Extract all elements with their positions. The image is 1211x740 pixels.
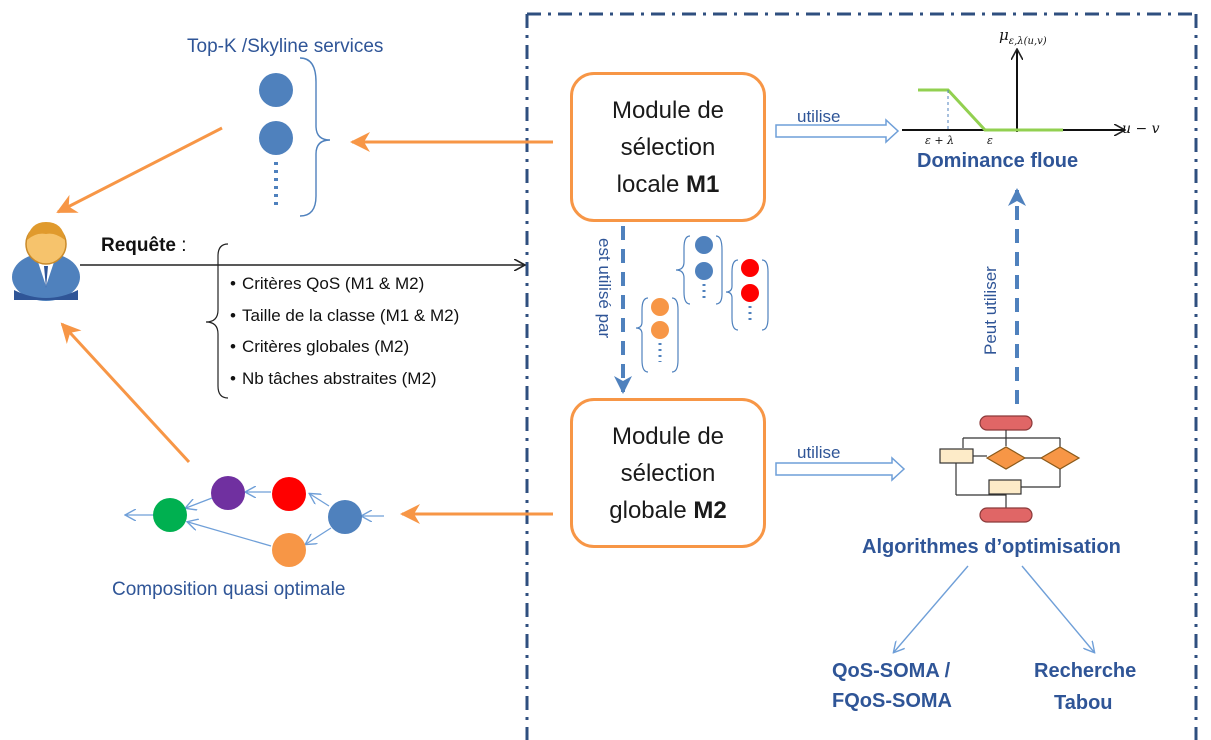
composition-node-orange — [272, 533, 306, 567]
module-m1-line2: sélection — [620, 133, 716, 161]
service-node-blue — [259, 73, 293, 107]
composition-graph — [126, 476, 384, 567]
chart-membership-curve — [918, 88, 1063, 132]
tabou-label: Tabou — [1054, 692, 1113, 714]
module-m1: Module de sélection locale M1 — [570, 72, 766, 222]
chart-tick-epsilon-lambda: ε + λ — [925, 134, 955, 147]
composition-node-blue — [328, 500, 362, 534]
utilise-arrow-m1 — [775, 118, 900, 144]
user-icon — [12, 222, 80, 301]
composition-node-green — [153, 498, 187, 532]
algorithmes-label: Algorithmes d’optimisation — [862, 536, 1121, 558]
chart-x-axis-label: u − v — [1122, 121, 1160, 137]
top-k-services-cluster — [259, 57, 331, 217]
request-criteria-list: Critères QoS (M1 & M2) Taille de la clas… — [230, 268, 459, 394]
composition-label: Composition quasi optimale — [112, 579, 346, 600]
module-m1-id: M1 — [686, 170, 720, 198]
request-brace — [205, 243, 229, 399]
utilise-arrow-m2 — [775, 456, 906, 482]
module-m2-line2: sélection — [620, 459, 716, 487]
module-m2-line3: globale M2 — [609, 496, 727, 524]
est-utilise-par-label: est utilisé par — [595, 238, 614, 339]
module-m1-line1: Module de — [611, 96, 725, 124]
module-m2: Module de sélection globale M2 — [570, 398, 766, 548]
request-label: Requête : — [101, 235, 187, 257]
class-cluster-blue — [675, 235, 723, 305]
request-criterion: Critères QoS (M1 & M2) — [230, 268, 459, 300]
qos-soma-label-1: QoS-SOMA / — [832, 660, 951, 682]
class-cluster-orange — [635, 297, 679, 373]
arrow-to-recherche-tabou — [1021, 565, 1094, 652]
arrow-to-qos-soma — [894, 565, 969, 652]
module-m2-line1: Module de — [611, 422, 725, 450]
peut-utiliser-label: Peut utiliser — [981, 266, 1000, 355]
system-frame — [525, 12, 1198, 740]
top-k-services-label: Top-K /Skyline services — [187, 36, 384, 57]
utilise-label-m1: utilise — [797, 107, 841, 126]
chart-tick-epsilon: ε — [987, 134, 993, 147]
dominance-floue-label: Dominance floue — [917, 150, 1079, 172]
request-title: Requête — [101, 235, 176, 256]
brace — [299, 57, 331, 217]
recherche-label: Recherche — [1034, 660, 1137, 682]
request-colon: : — [175, 235, 187, 256]
request-criterion: Critères globales (M2) — [230, 331, 459, 363]
class-cluster-red — [725, 259, 769, 331]
service-node-blue — [259, 121, 293, 155]
request-criterion: Nb tâches abstraites (M2) — [230, 363, 459, 395]
module-m1-line3: locale M1 — [616, 170, 720, 198]
fuzzy-dominance-chart — [902, 50, 1124, 132]
arrow-topk-to-user — [56, 126, 223, 214]
qos-soma-label-2: FQoS-SOMA — [832, 690, 952, 712]
utilise-label-m2: utilise — [797, 443, 841, 462]
module-m2-id: M2 — [693, 496, 727, 524]
composition-node-purple — [211, 476, 245, 510]
arrow-composition-to-user — [60, 322, 191, 464]
flowchart-icon — [939, 415, 1081, 523]
request-criterion: Taille de la classe (M1 & M2) — [230, 300, 459, 332]
chart-y-axis-label: με,λ(u,v) — [999, 26, 1047, 47]
composition-node-red — [272, 477, 306, 511]
